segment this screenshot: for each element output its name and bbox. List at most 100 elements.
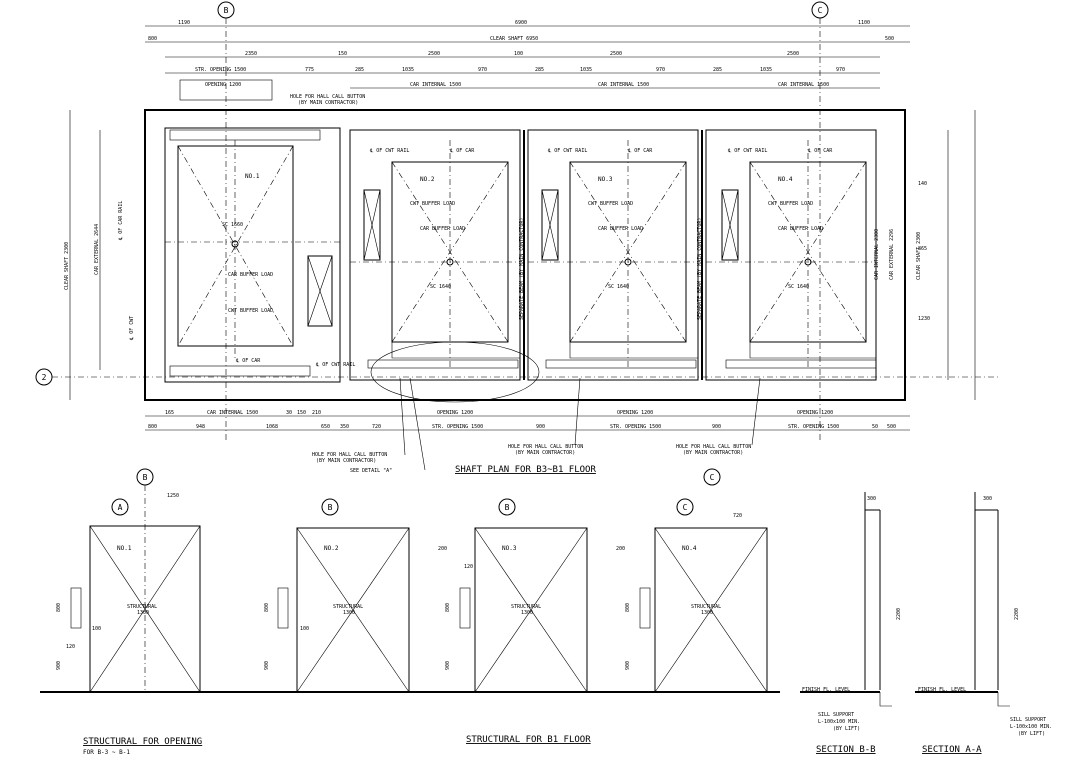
title-section-aa: SECTION A-A bbox=[922, 745, 982, 755]
title-section-bb: SECTION B-B bbox=[816, 745, 876, 755]
dim: 285 bbox=[535, 67, 544, 73]
note-cl-car-no2: ℄ OF CAR bbox=[449, 148, 475, 154]
note-separate-beam-2: SEPARATE BEAM (BY MAIN CONTRACTOR) bbox=[697, 218, 703, 320]
note-by-main-1: (BY MAIN CONTRACTOR) bbox=[298, 100, 358, 106]
dim: 200 bbox=[438, 546, 447, 552]
grid-label-c3: C bbox=[710, 473, 715, 482]
opening-label-no1: NO.1 bbox=[117, 545, 132, 552]
grid-label-c: C bbox=[818, 6, 823, 15]
note-structural-4: STRUCTURAL bbox=[691, 604, 721, 610]
grid-label-b3: B bbox=[328, 503, 333, 512]
note-car-buffer-no4: CAR BUFFER LOAD bbox=[778, 226, 823, 232]
note-hall-call-2: HOLE FOR HALL CALL BUTTON bbox=[312, 452, 387, 458]
note-cwt-rail-no3: ℄ OF CWT RAIL bbox=[547, 148, 587, 154]
dim: 720 bbox=[733, 513, 742, 519]
dim: 500 bbox=[885, 36, 894, 42]
dim-car-external-right: CAR EXTERNAL 2296 bbox=[889, 229, 895, 280]
note-cl-car-no4: ℄ OF CAR bbox=[807, 148, 833, 154]
dim: 900 bbox=[536, 424, 545, 430]
note-structural-1300-4: 1300 bbox=[701, 610, 713, 616]
dim: 100 bbox=[514, 51, 523, 57]
note-sill-spec-b: L-100x100 MIN. bbox=[818, 719, 860, 725]
cwt-no3 bbox=[541, 189, 559, 261]
dim: 948 bbox=[196, 424, 205, 430]
opening-no3 bbox=[474, 527, 588, 693]
dim-str-opening-2: STR. OPENING 1500 bbox=[432, 424, 483, 430]
dim: 720 bbox=[372, 424, 381, 430]
note-cwt-rail-no4: ℄ OF CWT RAIL bbox=[727, 148, 767, 154]
dim: 2200 bbox=[1014, 608, 1020, 620]
note-cwt-buffer-no4: CWT BUFFER LOAD bbox=[768, 201, 813, 207]
dim-clear-shaft: CLEAR SHAFT 6950 bbox=[490, 36, 538, 42]
dim: 900 bbox=[625, 661, 631, 670]
note-cwt-rail-no1: ℄ OF CWT RAIL bbox=[315, 362, 355, 368]
note-by-main-3: (BY MAIN CONTRACTOR) bbox=[515, 450, 575, 456]
note-sill-a: SILL SUPPORT bbox=[1010, 717, 1046, 723]
shaft-outer-wall bbox=[144, 109, 906, 401]
dim: 900 bbox=[56, 661, 62, 670]
dim-clear-shaft-side: CLEAR SHAFT 2300 bbox=[64, 242, 70, 290]
dim: 1230 bbox=[918, 316, 930, 322]
dim-1100: 1100 bbox=[858, 20, 870, 26]
note-by-lift-b: (BY LIFT) bbox=[833, 726, 860, 732]
dim: 970 bbox=[656, 67, 665, 73]
note-cwt-buffer-no1: CWT BUFFER LOAD bbox=[228, 308, 273, 314]
dim: 800 bbox=[264, 603, 270, 612]
opening-label-no3: NO.3 bbox=[502, 545, 517, 552]
dim: 50 bbox=[872, 424, 878, 430]
car-label-no4: NO.4 bbox=[778, 176, 793, 183]
grid-label-b: B bbox=[224, 6, 229, 15]
shaft-2-inner bbox=[349, 129, 521, 381]
note-hall-call-3: HOLE FOR HALL CALL BUTTON bbox=[508, 444, 583, 450]
subtitle-opening: FOR B-3 ~ B-1 bbox=[83, 749, 130, 756]
note-cwt-buffer-no2: CWT BUFFER LOAD bbox=[410, 201, 455, 207]
opening-no1 bbox=[89, 525, 201, 693]
note-cwt-rail-no2: ℄ OF CWT RAIL bbox=[369, 148, 409, 154]
note-structural-3: STRUCTURAL bbox=[511, 604, 541, 610]
dim-car-internal-1: CAR INTERNAL 1500 bbox=[207, 410, 258, 416]
grid-label-b4: B bbox=[505, 503, 510, 512]
dim: 865 bbox=[918, 246, 927, 252]
note-sc-no1: SC 1660 bbox=[222, 222, 243, 228]
dim-opening-1: OPENING 1200 bbox=[205, 82, 241, 88]
car-no1: NO.1 SC 1660 CAR BUFFER LOAD CWT BUFFER … bbox=[165, 129, 355, 368]
dim: 775 bbox=[305, 67, 314, 73]
shaft-3-inner bbox=[527, 129, 699, 381]
car-label-no3: NO.3 bbox=[598, 176, 613, 183]
dim: 165 bbox=[165, 410, 174, 416]
dim-opening-3: OPENING 1200 bbox=[617, 410, 653, 416]
note-car-buffer-no2: CAR BUFFER LOAD bbox=[420, 226, 465, 232]
detail-a-callout bbox=[370, 341, 540, 403]
dim-opening-4: OPENING 1200 bbox=[797, 410, 833, 416]
dim: 300 bbox=[983, 496, 992, 502]
dim: 2500 bbox=[610, 51, 622, 57]
dim: 30 bbox=[286, 410, 292, 416]
dim: 200 bbox=[616, 546, 625, 552]
dim: 970 bbox=[478, 67, 487, 73]
note-cl-car-no3: ℄ OF CAR bbox=[627, 148, 653, 154]
opening-label-no2: NO.2 bbox=[324, 545, 339, 552]
note-see-detail: SEE DETAIL "A" bbox=[350, 468, 392, 474]
note-structural-1300-3: 1300 bbox=[521, 610, 533, 616]
cwt-no4 bbox=[721, 189, 739, 261]
dim: 300 bbox=[867, 496, 876, 502]
car-label-no1: NO.1 bbox=[245, 173, 260, 180]
dim: 800 bbox=[148, 424, 157, 430]
title-structural-opening: STRUCTURAL FOR OPENING bbox=[83, 737, 202, 747]
dim: 2200 bbox=[896, 608, 902, 620]
dim: 900 bbox=[264, 661, 270, 670]
dim: 150 bbox=[338, 51, 347, 57]
dim: 650 bbox=[321, 424, 330, 430]
dim: 2500 bbox=[787, 51, 799, 57]
car-no3: NO.3 CWT BUFFER LOAD CAR BUFFER LOAD SC … bbox=[528, 140, 699, 370]
dim: 350 bbox=[340, 424, 349, 430]
dim: 1035 bbox=[760, 67, 772, 73]
note-sill-b: SILL SUPPORT bbox=[818, 712, 854, 718]
cwt-no2 bbox=[363, 189, 381, 261]
cwt-no1 bbox=[307, 255, 333, 327]
note-structural-1300-2: 1300 bbox=[343, 610, 355, 616]
dim: 900 bbox=[712, 424, 721, 430]
dim-car-internal-4: CAR INTERNAL 1500 bbox=[778, 82, 829, 88]
dim: STR. OPENING 1500 bbox=[195, 67, 246, 73]
